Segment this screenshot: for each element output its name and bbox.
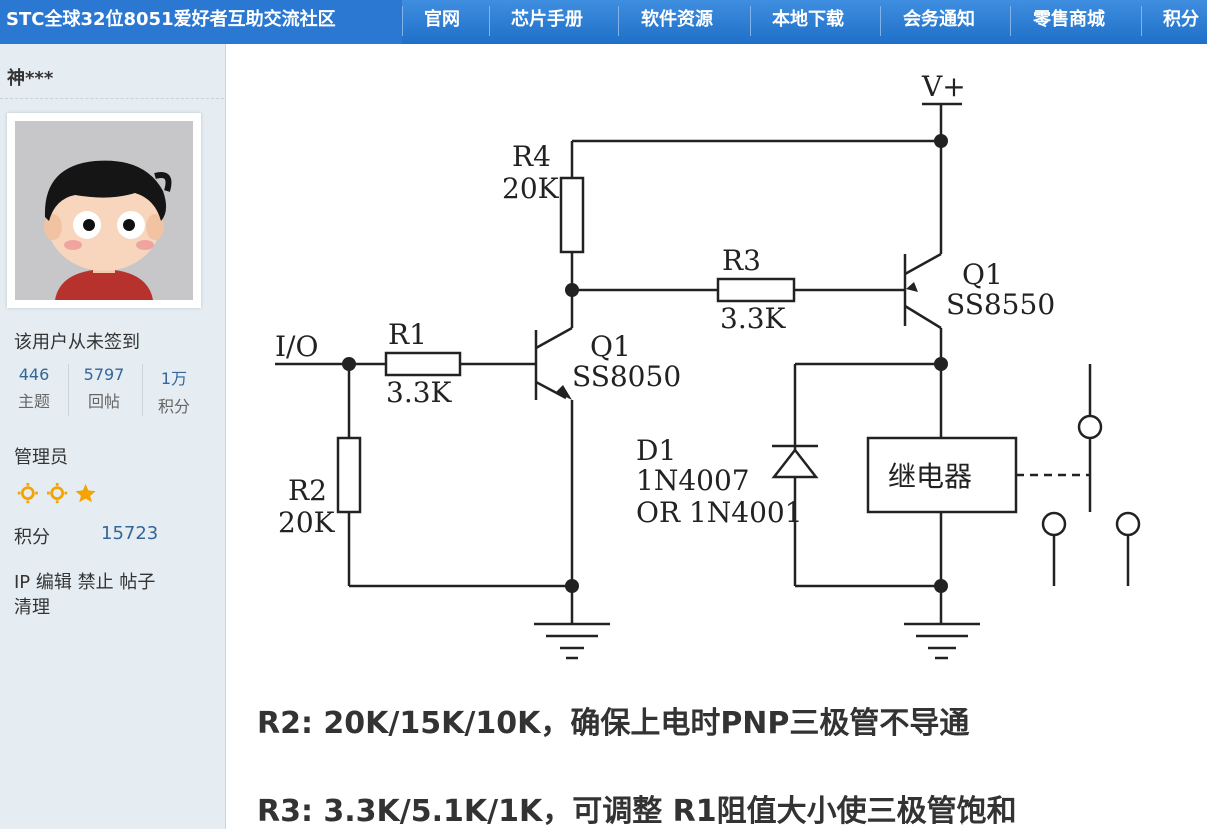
points-label: 积分 <box>14 527 50 548</box>
nav-item-notices[interactable]: 会务通知 <box>903 9 975 30</box>
nav-separator <box>1141 6 1142 36</box>
top-navigation: STC全球32位8051爱好者互助交流社区 官网 芯片手册 软件资源 本地下载 … <box>0 0 1207 44</box>
admin-link-cleanup[interactable]: 清理 <box>14 597 50 618</box>
stat-label: 积分 <box>157 397 190 416</box>
sun-rank-icon <box>50 486 65 500</box>
nav-item-downloads[interactable]: 本地下载 <box>772 9 844 30</box>
stat-value: 446 <box>18 365 50 384</box>
nav-item-points[interactable]: 积分 <box>1163 9 1199 30</box>
nav-separator <box>750 6 751 36</box>
star-rank-icon <box>75 483 96 503</box>
r4-name: R4 <box>512 140 551 173</box>
stat-divider <box>68 364 69 416</box>
nav-separator <box>618 6 619 36</box>
r1-value: 3.3K <box>386 376 453 409</box>
q1-pnp-model: SS8550 <box>946 288 1055 321</box>
stat-replies[interactable]: 5797 回帖 <box>74 365 134 412</box>
vplus-label: V+ <box>921 70 966 103</box>
io-label: I/O <box>275 330 318 363</box>
stat-divider <box>142 364 143 416</box>
d1-model: 1N4007 <box>636 464 750 497</box>
nav-item-official-site[interactable]: 官网 <box>424 9 460 30</box>
divider <box>0 98 224 99</box>
note-r3: R3: 3.3K/5.1K/1K，可调整 R1阻值大小使三极管饱和 <box>257 794 1017 829</box>
r4-value: 20K <box>502 172 560 205</box>
stat-value: 5797 <box>83 365 125 384</box>
nav-item-software[interactable]: 软件资源 <box>641 9 713 30</box>
nav-separator <box>1010 6 1011 36</box>
r2-name: R2 <box>288 474 327 507</box>
d1-name: D1 <box>636 434 676 467</box>
cartoon-boy-icon <box>44 160 172 300</box>
r1-name: R1 <box>388 318 427 351</box>
relay-label: 继电器 <box>888 460 972 493</box>
nav-separator <box>402 6 403 36</box>
avatar[interactable] <box>7 113 201 308</box>
user-role[interactable]: 管理员 <box>14 447 68 468</box>
q1-npn-model: SS8050 <box>572 360 681 393</box>
stat-threads[interactable]: 446 主题 <box>4 365 64 412</box>
username-link[interactable]: 神*** <box>7 68 54 89</box>
signin-status: 该用户从未签到 <box>14 332 140 353</box>
note-r2: R2: 20K/15K/10K，确保上电时PNP三极管不导通 <box>257 706 970 741</box>
r3-name: R3 <box>722 244 761 277</box>
stat-label: 主题 <box>17 392 50 411</box>
r2-value: 20K <box>278 506 336 539</box>
stat-label: 回帖 <box>87 392 120 411</box>
nav-separator <box>880 6 881 36</box>
r3-value: 3.3K <box>720 302 787 335</box>
q1-npn-name: Q1 <box>590 330 631 363</box>
stat-value: 1万 <box>160 369 188 388</box>
nav-item-shop[interactable]: 零售商城 <box>1033 9 1105 30</box>
q1-pnp-name: Q1 <box>962 258 1003 291</box>
rank-stars <box>17 483 96 504</box>
nav-item-datasheets[interactable]: 芯片手册 <box>511 9 583 30</box>
avatar-image <box>15 121 193 300</box>
site-brand-link[interactable]: STC全球32位8051爱好者互助交流社区 <box>0 0 402 44</box>
admin-links[interactable]: IP 编辑 禁止 帖子 <box>14 572 156 593</box>
points-value: 15723 <box>101 523 159 544</box>
d1-alt-model: OR 1N4001 <box>636 496 803 529</box>
stat-points[interactable]: 1万 积分 <box>144 365 204 417</box>
nav-separator <box>489 6 490 36</box>
sun-rank-icon <box>20 486 35 500</box>
